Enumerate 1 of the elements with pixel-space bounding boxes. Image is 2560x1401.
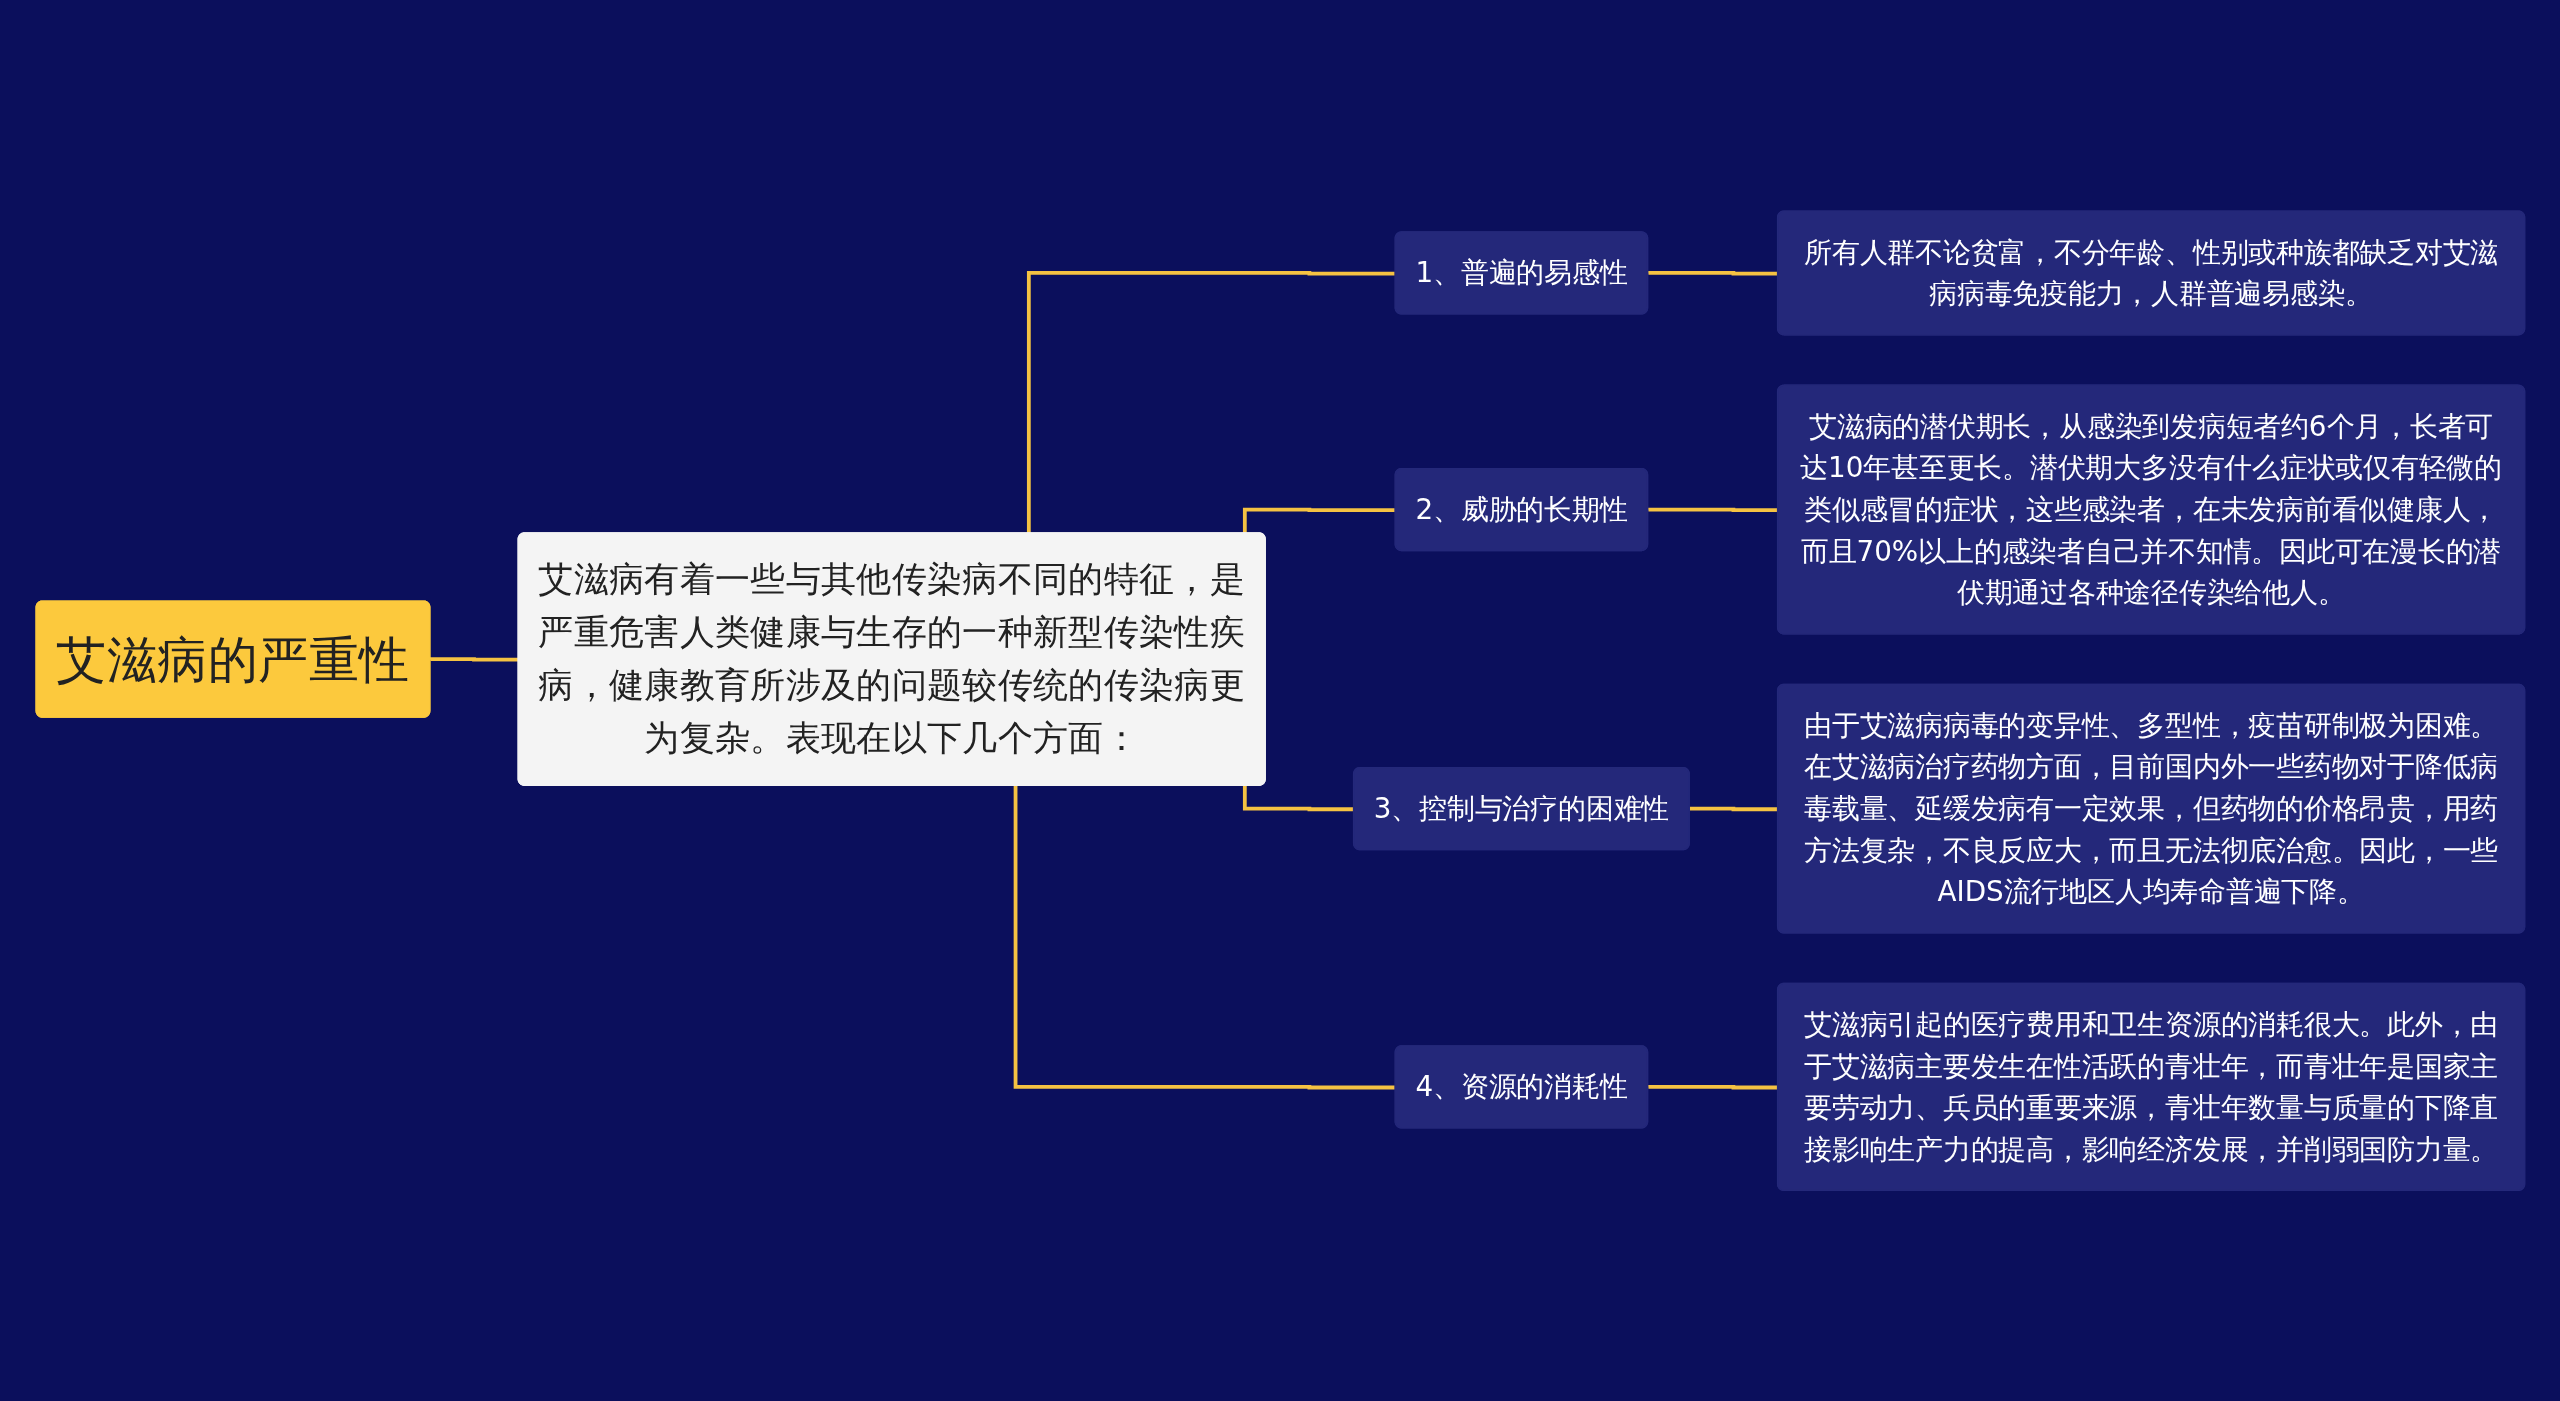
connector — [1242, 785, 1354, 811]
